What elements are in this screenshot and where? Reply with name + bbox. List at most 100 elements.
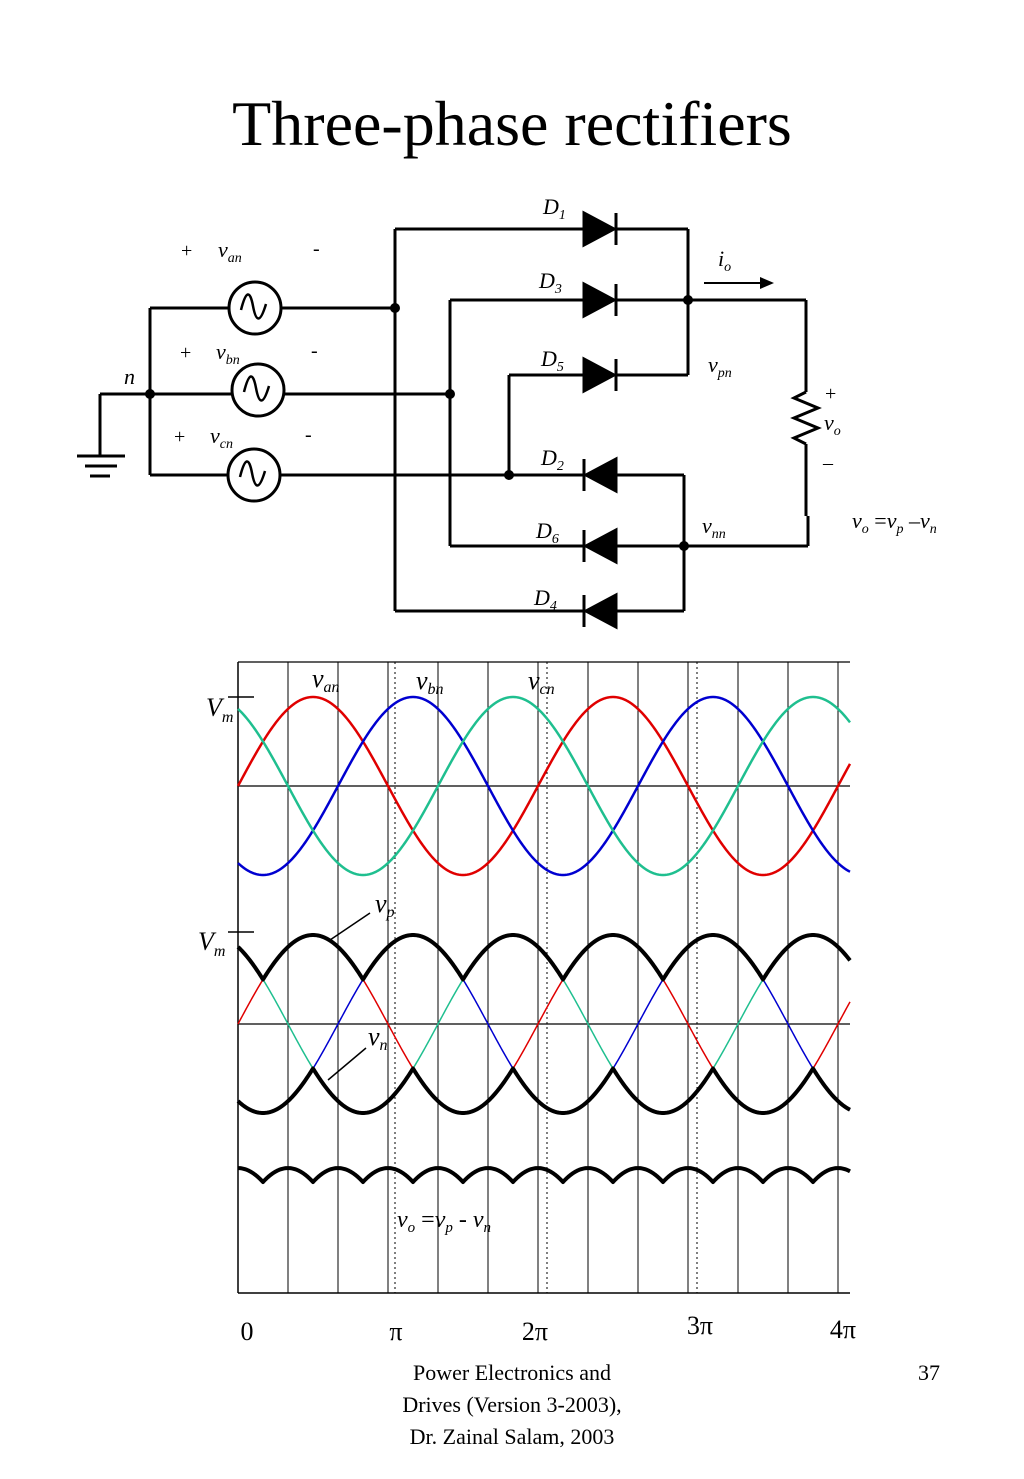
label-van-name: v [312, 664, 324, 693]
svg-text:vbn: vbn [216, 339, 240, 368]
load-plus: + [825, 383, 836, 405]
label-vcn-name: v [528, 666, 540, 695]
svg-text:Vm: Vm [206, 693, 233, 726]
vn-label-name: v [368, 1022, 380, 1051]
svg-text:D1: D1 [542, 194, 566, 223]
svg-text:vpn: vpn [708, 352, 732, 381]
source-bn-sub: bn [226, 353, 240, 368]
vo-label: vo =vp - vn [397, 1207, 491, 1236]
curve-vo [237, 1166, 851, 1184]
source-bn-name: v [216, 339, 226, 364]
diode-d5 [582, 356, 618, 394]
svg-text:vnn: vnn [702, 513, 726, 542]
diode-d6 [582, 527, 618, 565]
diode-d1-name: D [542, 194, 559, 219]
diode-d3-sub: 3 [554, 282, 562, 297]
diode-d2-sub: 2 [557, 459, 564, 474]
label-van-sub: an [324, 679, 340, 696]
svg-text:vn: vn [368, 1022, 388, 1054]
svg-text:vcn: vcn [528, 666, 555, 698]
vm-label-top-sub: m [222, 709, 234, 726]
waveform-plot: van vbn vcn Vm Vm vp vn vo =vp - vn 0 π … [198, 661, 856, 1346]
x-tick-0: 0 [241, 1317, 254, 1346]
source-bn-plus: + [180, 342, 191, 364]
footer-line-3: Dr. Zainal Salam, 2003 [409, 1424, 615, 1449]
load-sub: o [834, 424, 841, 439]
source-cn-sub: cn [220, 437, 233, 452]
vp-label-name: v [375, 889, 387, 918]
diode-d4-name: D [533, 585, 550, 610]
svg-text:Vm: Vm [198, 927, 225, 960]
source-cn-name: v [210, 423, 220, 448]
x-tick-3pi: 3π [687, 1311, 713, 1340]
vm-label-top-name: V [206, 693, 225, 722]
svg-text:van: van [218, 237, 242, 266]
vm-label-mid-name: V [198, 927, 217, 956]
page-number: 37 [918, 1360, 940, 1385]
svg-text:vbn: vbn [416, 666, 444, 698]
diode-d1-sub: 1 [559, 208, 566, 223]
diode-d2 [582, 456, 618, 494]
svg-text:vcn: vcn [210, 423, 233, 452]
svg-text:D2: D2 [540, 445, 564, 474]
diode-d3-name: D [538, 268, 555, 293]
svg-text:vp: vp [375, 889, 395, 921]
vnn-sub: nn [712, 527, 726, 542]
label-vcn-sub: cn [540, 681, 555, 698]
curve-vp [236, 933, 852, 982]
source-an-plus: + [181, 240, 192, 262]
diode-d5-sub: 5 [557, 360, 564, 375]
current-arrow-head [760, 277, 774, 289]
vm-label-mid-sub: m [214, 943, 226, 960]
neutral-label: n [124, 364, 135, 389]
curve-vcn [237, 695, 851, 877]
vp-label-sub: p [386, 904, 395, 921]
svg-text:van: van [312, 664, 340, 696]
svg-text:D6: D6 [535, 518, 559, 547]
curve-vn [236, 1066, 851, 1115]
junction-dots [145, 295, 693, 551]
x-tick-2pi: 2π [522, 1317, 548, 1346]
curve-vbn [237, 695, 851, 877]
diode-d6-sub: 6 [552, 532, 559, 547]
diode-d3 [582, 281, 618, 319]
source-an-sub: an [228, 251, 242, 266]
source-an-name: v [218, 237, 228, 262]
rectifier-circuit: + van - + vbn - + vcn - n D1 D3 D5 D2 D6… [77, 194, 937, 630]
footer: Power Electronics and Drives (Version 3-… [362, 1357, 662, 1453]
svg-text:D4: D4 [533, 585, 557, 614]
diode-d5-name: D [540, 346, 557, 371]
source-bn-minus: - [311, 340, 318, 362]
source-an-minus: - [313, 238, 320, 260]
footer-line-1: Power Electronics and [413, 1360, 611, 1385]
plot-curves [236, 695, 852, 1184]
diode-d4 [582, 592, 618, 630]
vpn-name: v [708, 352, 718, 377]
source-bn [230, 362, 286, 418]
current-name: i [718, 246, 724, 271]
source-an [227, 280, 283, 336]
svg-text:io: io [718, 246, 731, 275]
circuit-wires [77, 227, 822, 613]
source-cn-minus: - [305, 424, 312, 446]
load-name: v [824, 410, 834, 435]
vpn-sub: pn [717, 366, 732, 381]
diode-d1 [582, 210, 618, 248]
vn-label-sub: n [380, 1037, 388, 1054]
svg-text:vo: vo [824, 410, 841, 439]
svg-text:D5: D5 [540, 346, 564, 375]
label-vbn-name: v [416, 666, 428, 695]
source-cn-plus: + [174, 426, 185, 448]
x-tick-pi: π [389, 1317, 402, 1346]
diode-d4-sub: 4 [550, 599, 557, 614]
footer-line-2: Drives (Version 3-2003), [402, 1392, 622, 1417]
curve-van [236, 695, 852, 877]
label-vbn-sub: bn [428, 681, 444, 698]
source-cn [226, 447, 282, 503]
current-sub: o [724, 260, 731, 275]
diode-d2-name: D [540, 445, 557, 470]
svg-text:D3: D3 [538, 268, 562, 297]
plot-grid [237, 661, 850, 1294]
diode-d6-name: D [535, 518, 552, 543]
output-equation: vo =vp –vn [852, 508, 937, 537]
